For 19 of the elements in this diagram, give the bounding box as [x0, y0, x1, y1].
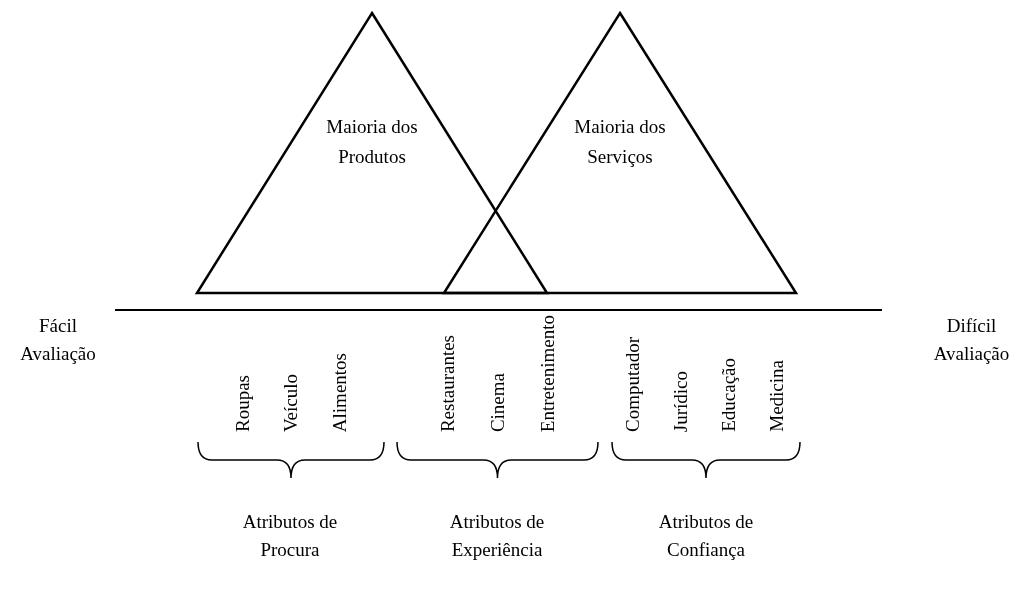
category-label: Veículo: [279, 373, 302, 432]
triangle: [443, 12, 797, 294]
category-label: Computador: [621, 337, 644, 432]
category-label: Alimentos: [328, 352, 351, 432]
category-label: Medicina: [765, 360, 788, 432]
category-label: Entretenimento: [536, 314, 559, 432]
category-label: Roupas: [231, 375, 254, 432]
category-label: Educação: [717, 358, 740, 432]
axis-end-label: Difícil Avaliação: [932, 314, 1011, 366]
category-label: Jurídico: [669, 370, 692, 432]
category-label: Restaurantes: [436, 334, 459, 432]
triangle: [196, 12, 548, 294]
axis-end-label: Fácil Avaliação: [19, 314, 97, 366]
triangle-label: Maioria dos Produtos: [325, 115, 419, 169]
category-label: Cinema: [486, 372, 509, 432]
group-label: Atributos de Experiência: [448, 510, 546, 562]
triangle-label: Maioria dos Serviços: [573, 115, 667, 169]
group-label: Atributos de Confiança: [657, 510, 755, 562]
group-label: Atributos de Procura: [241, 510, 339, 562]
